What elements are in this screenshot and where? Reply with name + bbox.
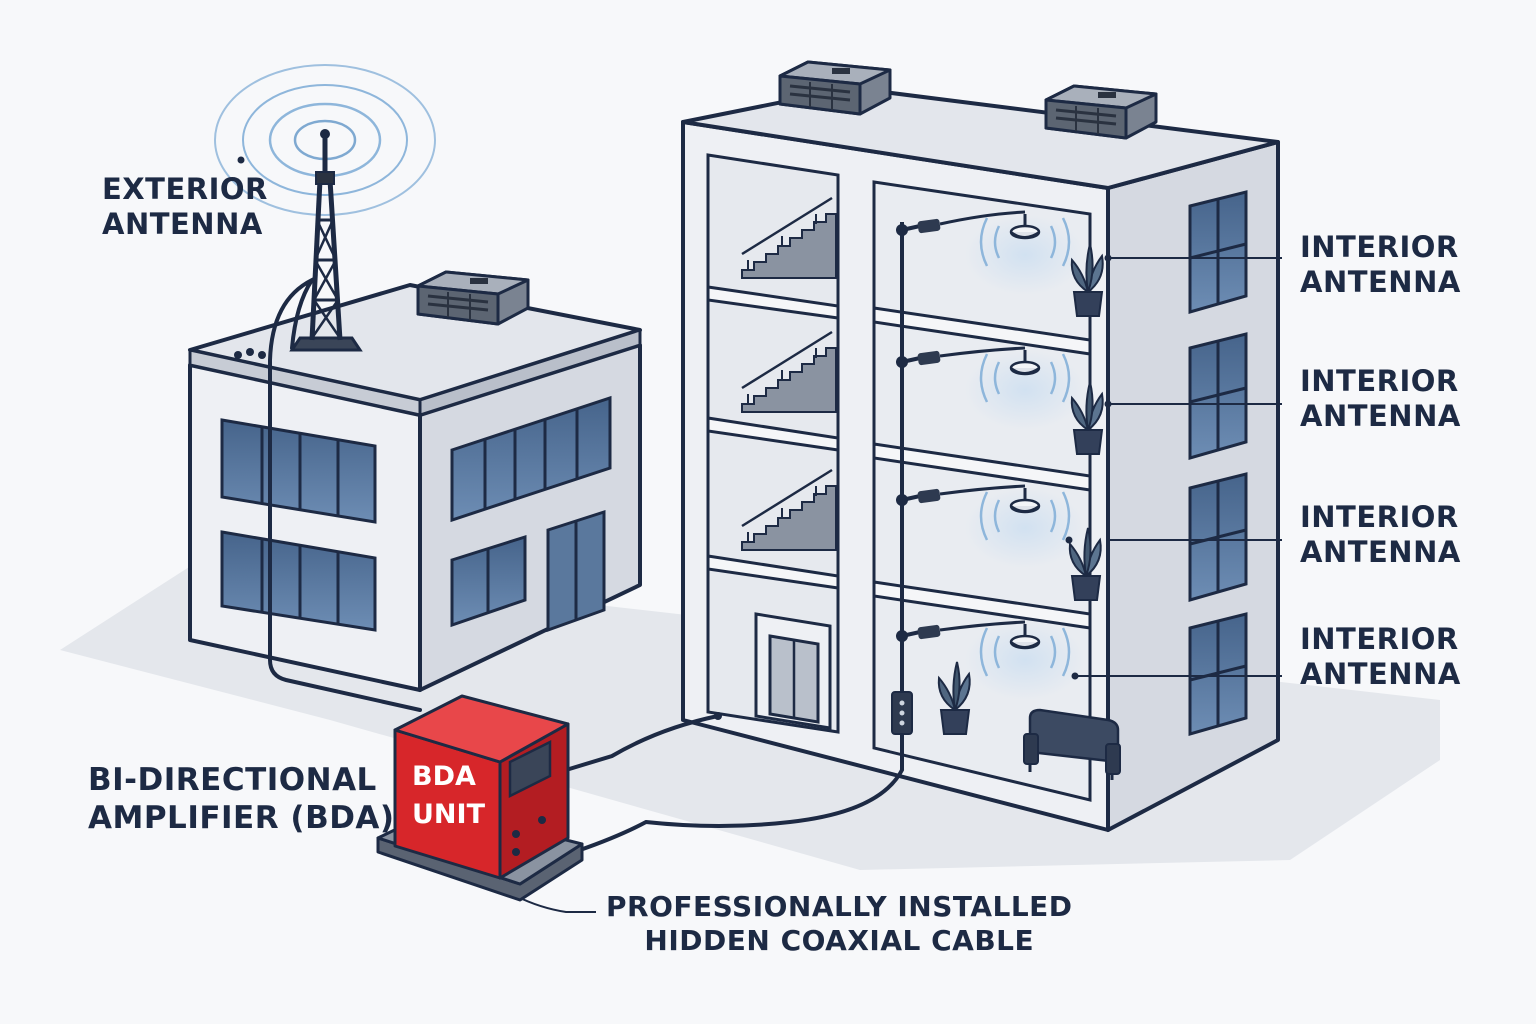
interior-antenna-label-2: INTERIOR ANTENNA	[1300, 364, 1461, 435]
coaxial-cable-label-line-2: HIDDEN COAXIAL CABLE	[644, 924, 1035, 958]
interior-antenna-1-line-1: INTERIOR	[1300, 230, 1459, 264]
interior-floor-4	[896, 620, 1121, 780]
bda-unit-line-2: UNIT	[412, 798, 485, 830]
interior-antenna-label-4: INTERIOR ANTENNA	[1300, 622, 1461, 693]
interior-antenna-1-line-2: ANTENNA	[1300, 265, 1461, 300]
bda-label-line-2: AMPLIFIER (BDA)	[88, 799, 395, 836]
interior-antenna-label-1: INTERIOR ANTENNA	[1300, 230, 1461, 301]
interior-antenna-4-line-2: ANTENNA	[1300, 657, 1461, 692]
bda-unit-line-1: BDA	[412, 761, 476, 792]
right-building-side-windows	[1188, 190, 1248, 736]
sofa-icon	[1023, 708, 1121, 780]
leader-lines	[515, 257, 1282, 913]
coaxial-cables	[268, 274, 904, 852]
bda-unit-label: BDA UNIT	[412, 758, 485, 834]
interior-antenna-2-line-2: ANTENNA	[1300, 399, 1461, 434]
bda-unit	[376, 694, 584, 902]
interior-antenna-label-3: INTERIOR ANTENNA	[1300, 500, 1461, 571]
interior-antenna-2-line-1: INTERIOR	[1300, 364, 1459, 398]
interior-antenna-3-line-2: ANTENNA	[1300, 535, 1461, 570]
interior-antenna-3-line-1: INTERIOR	[1300, 500, 1459, 534]
interior-floor-2	[896, 346, 1104, 455]
bda-label-line-1: BI-DIRECTIONAL	[88, 762, 377, 798]
left-building-windows	[220, 395, 612, 633]
bda-label: BI-DIRECTIONAL AMPLIFIER (BDA)	[88, 762, 395, 838]
tower-icon	[214, 64, 436, 352]
interior-antenna-4-line-1: INTERIOR	[1300, 622, 1459, 656]
interior-floor-3	[896, 484, 1102, 601]
coaxial-cable-label-line-1: PROFESSIONALLY INSTALLED	[606, 890, 1073, 923]
left-building	[188, 270, 642, 692]
elevator-icon	[754, 612, 832, 730]
right-building	[681, 60, 1280, 832]
interior-floor-1	[896, 210, 1104, 317]
coaxial-cable-label: PROFESSIONALLY INSTALLED HIDDEN COAXIAL …	[606, 890, 1073, 958]
exterior-antenna-label-line-1: EXTERIOR	[102, 172, 268, 206]
exterior-antenna-label: EXTERIOR ANTENNA	[102, 172, 268, 243]
exterior-antenna-label-line-2: ANTENNA	[102, 207, 263, 242]
